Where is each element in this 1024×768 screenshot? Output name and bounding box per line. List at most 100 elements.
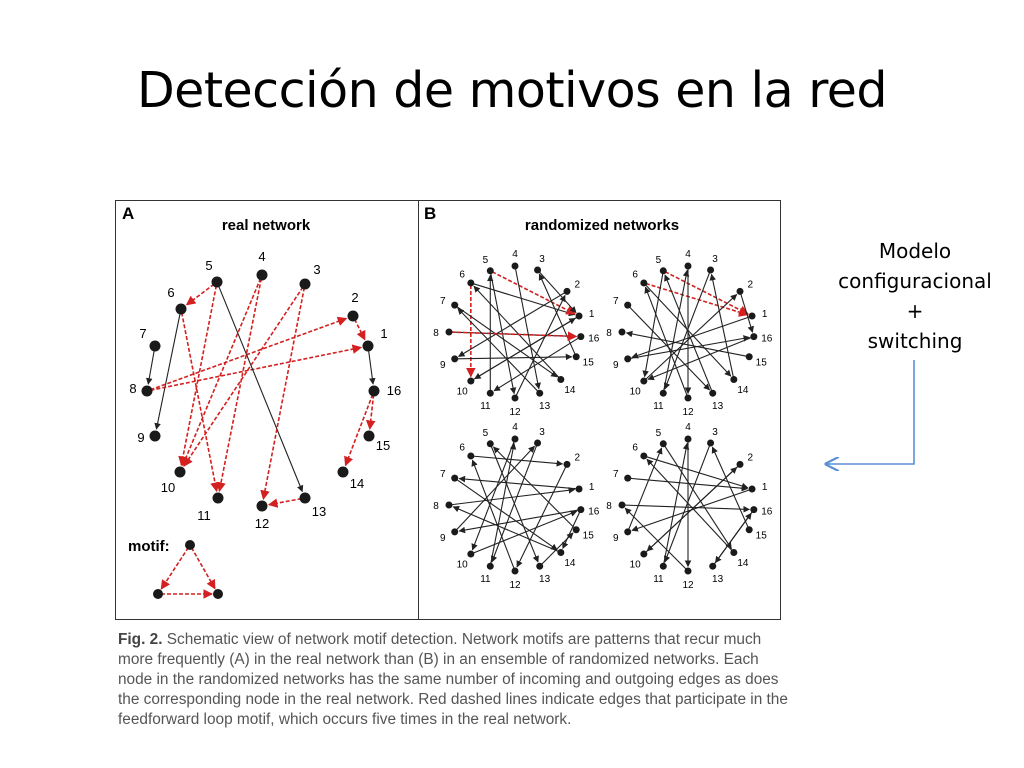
network-node xyxy=(624,528,632,536)
node-label: 7 xyxy=(440,469,446,480)
network-edge xyxy=(664,274,713,392)
network-node xyxy=(684,394,692,402)
network-node xyxy=(736,287,744,295)
node-label: 5 xyxy=(483,255,489,266)
network-node xyxy=(175,303,187,315)
network-node xyxy=(299,492,311,504)
network-edge xyxy=(624,504,751,513)
node-label: 7 xyxy=(440,296,446,307)
network-edge xyxy=(642,272,664,378)
network-edge xyxy=(452,506,560,553)
node-label: 16 xyxy=(588,507,600,518)
node-label: 3 xyxy=(712,254,718,265)
network-node xyxy=(368,385,380,397)
network-node xyxy=(467,452,475,460)
panel-b-title: randomized networks xyxy=(525,217,679,234)
motif-edge xyxy=(267,497,302,508)
motif-edge xyxy=(190,547,216,590)
network-edge xyxy=(472,510,578,554)
node-label: 3 xyxy=(313,262,320,277)
network-edge xyxy=(490,444,538,563)
node-label: 4 xyxy=(685,249,691,260)
network-node xyxy=(362,340,374,352)
motif-edge xyxy=(664,271,749,315)
node-label: 3 xyxy=(539,427,545,438)
motif-label: motif: xyxy=(128,538,170,555)
node-label: 11 xyxy=(653,401,664,412)
caption-line: Schematic view of network motif detectio… xyxy=(162,631,762,648)
network-edge xyxy=(458,475,577,490)
motif-edge xyxy=(185,283,215,306)
node-label: 11 xyxy=(480,574,491,585)
network-node xyxy=(659,562,667,570)
panel-a-letter: A xyxy=(122,204,134,223)
network-edge xyxy=(562,511,581,549)
annotation-arrow xyxy=(826,360,915,464)
network-node xyxy=(684,567,692,575)
network-node xyxy=(486,440,494,448)
network-node xyxy=(684,262,692,270)
node-label: 12 xyxy=(509,580,521,591)
motif-edge xyxy=(451,331,578,341)
network-edge xyxy=(515,294,566,397)
node-label: 6 xyxy=(167,285,174,300)
node-label: 5 xyxy=(483,428,489,439)
caption-label: Fig. 2. xyxy=(118,631,163,648)
node-label: 15 xyxy=(376,438,390,453)
node-label: 5 xyxy=(205,258,212,273)
network-node xyxy=(211,276,223,288)
caption-line: the corresponding node in the real netwo… xyxy=(118,691,788,708)
network-node xyxy=(185,540,195,550)
network-edge xyxy=(538,271,577,314)
network-node xyxy=(174,466,186,478)
network-node xyxy=(563,287,571,295)
motif-edge xyxy=(344,394,374,467)
network-node xyxy=(445,328,453,336)
node-label: 14 xyxy=(737,558,749,569)
panel-a-title: real network xyxy=(222,217,311,234)
node-label: 3 xyxy=(539,254,545,265)
node-label: 7 xyxy=(139,326,146,341)
node-label: 4 xyxy=(512,249,518,260)
network-edge xyxy=(146,349,155,385)
network-node xyxy=(618,501,626,509)
network-edge xyxy=(629,477,749,492)
network-node xyxy=(536,562,544,570)
node-label: 5 xyxy=(656,255,662,266)
node-label: 8 xyxy=(129,381,136,396)
caption-line: node in the randomized networks has the … xyxy=(118,671,779,688)
network-node xyxy=(709,389,717,397)
panel-b-letter: B xyxy=(424,204,436,223)
side-note-line: switching xyxy=(867,329,963,353)
node-label: 3 xyxy=(712,427,718,438)
network-node xyxy=(536,389,544,397)
network-node xyxy=(299,278,311,290)
network-edge xyxy=(631,489,751,532)
node-label: 10 xyxy=(161,480,175,495)
network-node xyxy=(445,501,453,509)
network-node xyxy=(511,435,519,443)
network-node xyxy=(640,279,648,287)
node-label: 16 xyxy=(387,383,401,398)
node-label: 12 xyxy=(255,516,269,531)
motif-edge xyxy=(216,278,263,493)
node-label: 13 xyxy=(712,401,724,412)
network-node xyxy=(748,485,756,493)
network-node xyxy=(659,267,667,275)
network-node xyxy=(659,389,667,397)
network-node xyxy=(640,550,648,558)
network-edge xyxy=(538,273,576,356)
node-label: 1 xyxy=(380,326,387,341)
network-node xyxy=(709,562,717,570)
network-node xyxy=(153,589,163,599)
network-edge xyxy=(458,509,579,534)
node-label: 15 xyxy=(756,531,768,542)
node-label: 7 xyxy=(613,296,619,307)
motif-edge xyxy=(181,278,262,467)
node-label: 10 xyxy=(630,560,642,571)
network-edge xyxy=(627,447,663,531)
motif-triangle xyxy=(153,540,223,599)
